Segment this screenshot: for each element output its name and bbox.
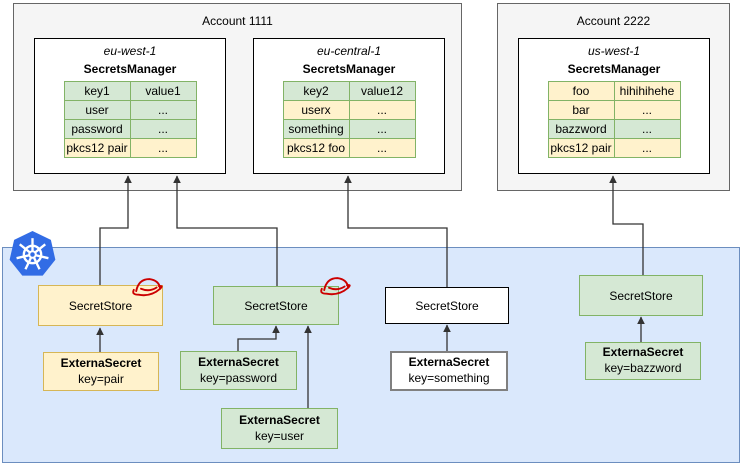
external-secret-key: key=bazzword: [604, 361, 682, 375]
secret-value-cell: ...: [129, 119, 197, 139]
kubernetes-icon: [9, 231, 56, 276]
secrets-table: key2 value12 userx ... something ... pkc…: [282, 81, 416, 158]
external-secret-bazzword: ExternaSecret key=bazzword: [585, 342, 701, 380]
service-name: SecretsManager: [83, 62, 177, 76]
secret-store-3: SecretStore: [385, 287, 509, 324]
external-secret-title: ExternaSecret: [198, 354, 279, 369]
secret-key-cell: userx: [282, 100, 350, 120]
table-row: pkcs12 pair ...: [63, 138, 197, 158]
secret-store-label: SecretStore: [609, 288, 673, 303]
external-secret-password: ExternaSecret key=password: [180, 351, 297, 390]
secret-value-cell: ...: [348, 119, 416, 139]
secret-key-cell: user: [63, 100, 131, 120]
secret-key-cell: something: [282, 119, 350, 139]
secret-store-label: SecretStore: [68, 298, 133, 313]
external-secret-key: key=user: [254, 428, 305, 443]
table-row: key1 value1: [63, 81, 197, 101]
secret-key-cell: bazzword: [547, 119, 615, 139]
secret-value-cell: ...: [129, 138, 197, 158]
secret-store-label: SecretStore: [244, 298, 308, 313]
external-secret-key: key=pair: [78, 371, 124, 386]
account-title: Account 1111: [202, 14, 273, 28]
table-row: bazzword ...: [547, 119, 681, 139]
service-name: SecretsManager: [302, 62, 396, 76]
secret-store-4: SecretStore: [579, 275, 703, 316]
table-row: userx ...: [282, 100, 416, 120]
region-name: eu-west-1: [103, 44, 157, 58]
external-secret-title: ExternaSecret: [239, 412, 320, 427]
secret-value-cell: ...: [613, 138, 681, 158]
external-secret-key: key=something: [408, 371, 490, 385]
external-secret-title: ExternaSecret: [408, 355, 490, 370]
table-row: foo hihihihehe: [547, 81, 681, 101]
region-box-eu-central-1: eu-central-1 SecretsManager key2 value12…: [253, 38, 445, 174]
table-row: pkcs12 foo ...: [282, 138, 416, 158]
secret-key-cell: pkcs12 pair: [547, 138, 615, 158]
secret-value-cell: ...: [613, 100, 681, 120]
region-name: us-west-1: [587, 44, 640, 58]
redhat-icon: [320, 277, 351, 296]
external-secret-something: ExternaSecret key=something: [390, 351, 508, 391]
external-secret-key: key=password: [199, 370, 278, 385]
secret-value-cell: ...: [613, 119, 681, 139]
secret-key-cell: key2: [282, 81, 350, 101]
region-box-eu-west-1: eu-west-1 SecretsManager key1 value1 use…: [34, 38, 226, 174]
service-name: SecretsManager: [567, 62, 661, 76]
table-row: user ...: [63, 100, 197, 120]
region-name: eu-central-1: [316, 44, 382, 58]
secret-key-cell: password: [63, 119, 131, 139]
external-secret-pair: ExternaSecret key=pair: [43, 352, 159, 391]
account-title: Account 2222: [576, 14, 651, 28]
secret-key-cell: foo: [547, 81, 615, 101]
table-row: key2 value12: [282, 81, 416, 101]
redhat-icon: [132, 278, 163, 297]
table-row: password ...: [63, 119, 197, 139]
secret-value-cell: hihihihehe: [613, 81, 681, 101]
table-row: pkcs12 pair ...: [547, 138, 681, 158]
secret-store-label: SecretStore: [415, 298, 479, 313]
region-box-us-west-1: us-west-1 SecretsManager foo hihihihehe …: [518, 38, 710, 174]
secrets-table: foo hihihihehe bar ... bazzword ... pkcs…: [547, 81, 681, 158]
external-secret-title: ExternaSecret: [60, 355, 142, 370]
external-secret-title: ExternaSecret: [602, 345, 684, 360]
secret-value-cell: ...: [348, 100, 416, 120]
secrets-table: key1 value1 user ... password ... pkcs12…: [63, 81, 197, 158]
table-row: bar ...: [547, 100, 681, 120]
secret-key-cell: pkcs12 foo: [282, 138, 350, 158]
secret-store-1: SecretStore: [38, 285, 163, 326]
secret-value-cell: value12: [348, 81, 416, 101]
secret-key-cell: pkcs12 pair: [63, 138, 131, 158]
external-secret-user: ExternaSecret key=user: [221, 408, 338, 449]
secret-value-cell: value1: [129, 81, 197, 101]
secret-value-cell: ...: [129, 100, 197, 120]
secret-key-cell: key1: [63, 81, 131, 101]
table-row: something ...: [282, 119, 416, 139]
secret-store-2: SecretStore: [213, 286, 339, 325]
secret-key-cell: bar: [547, 100, 615, 120]
secret-value-cell: ...: [348, 138, 416, 158]
